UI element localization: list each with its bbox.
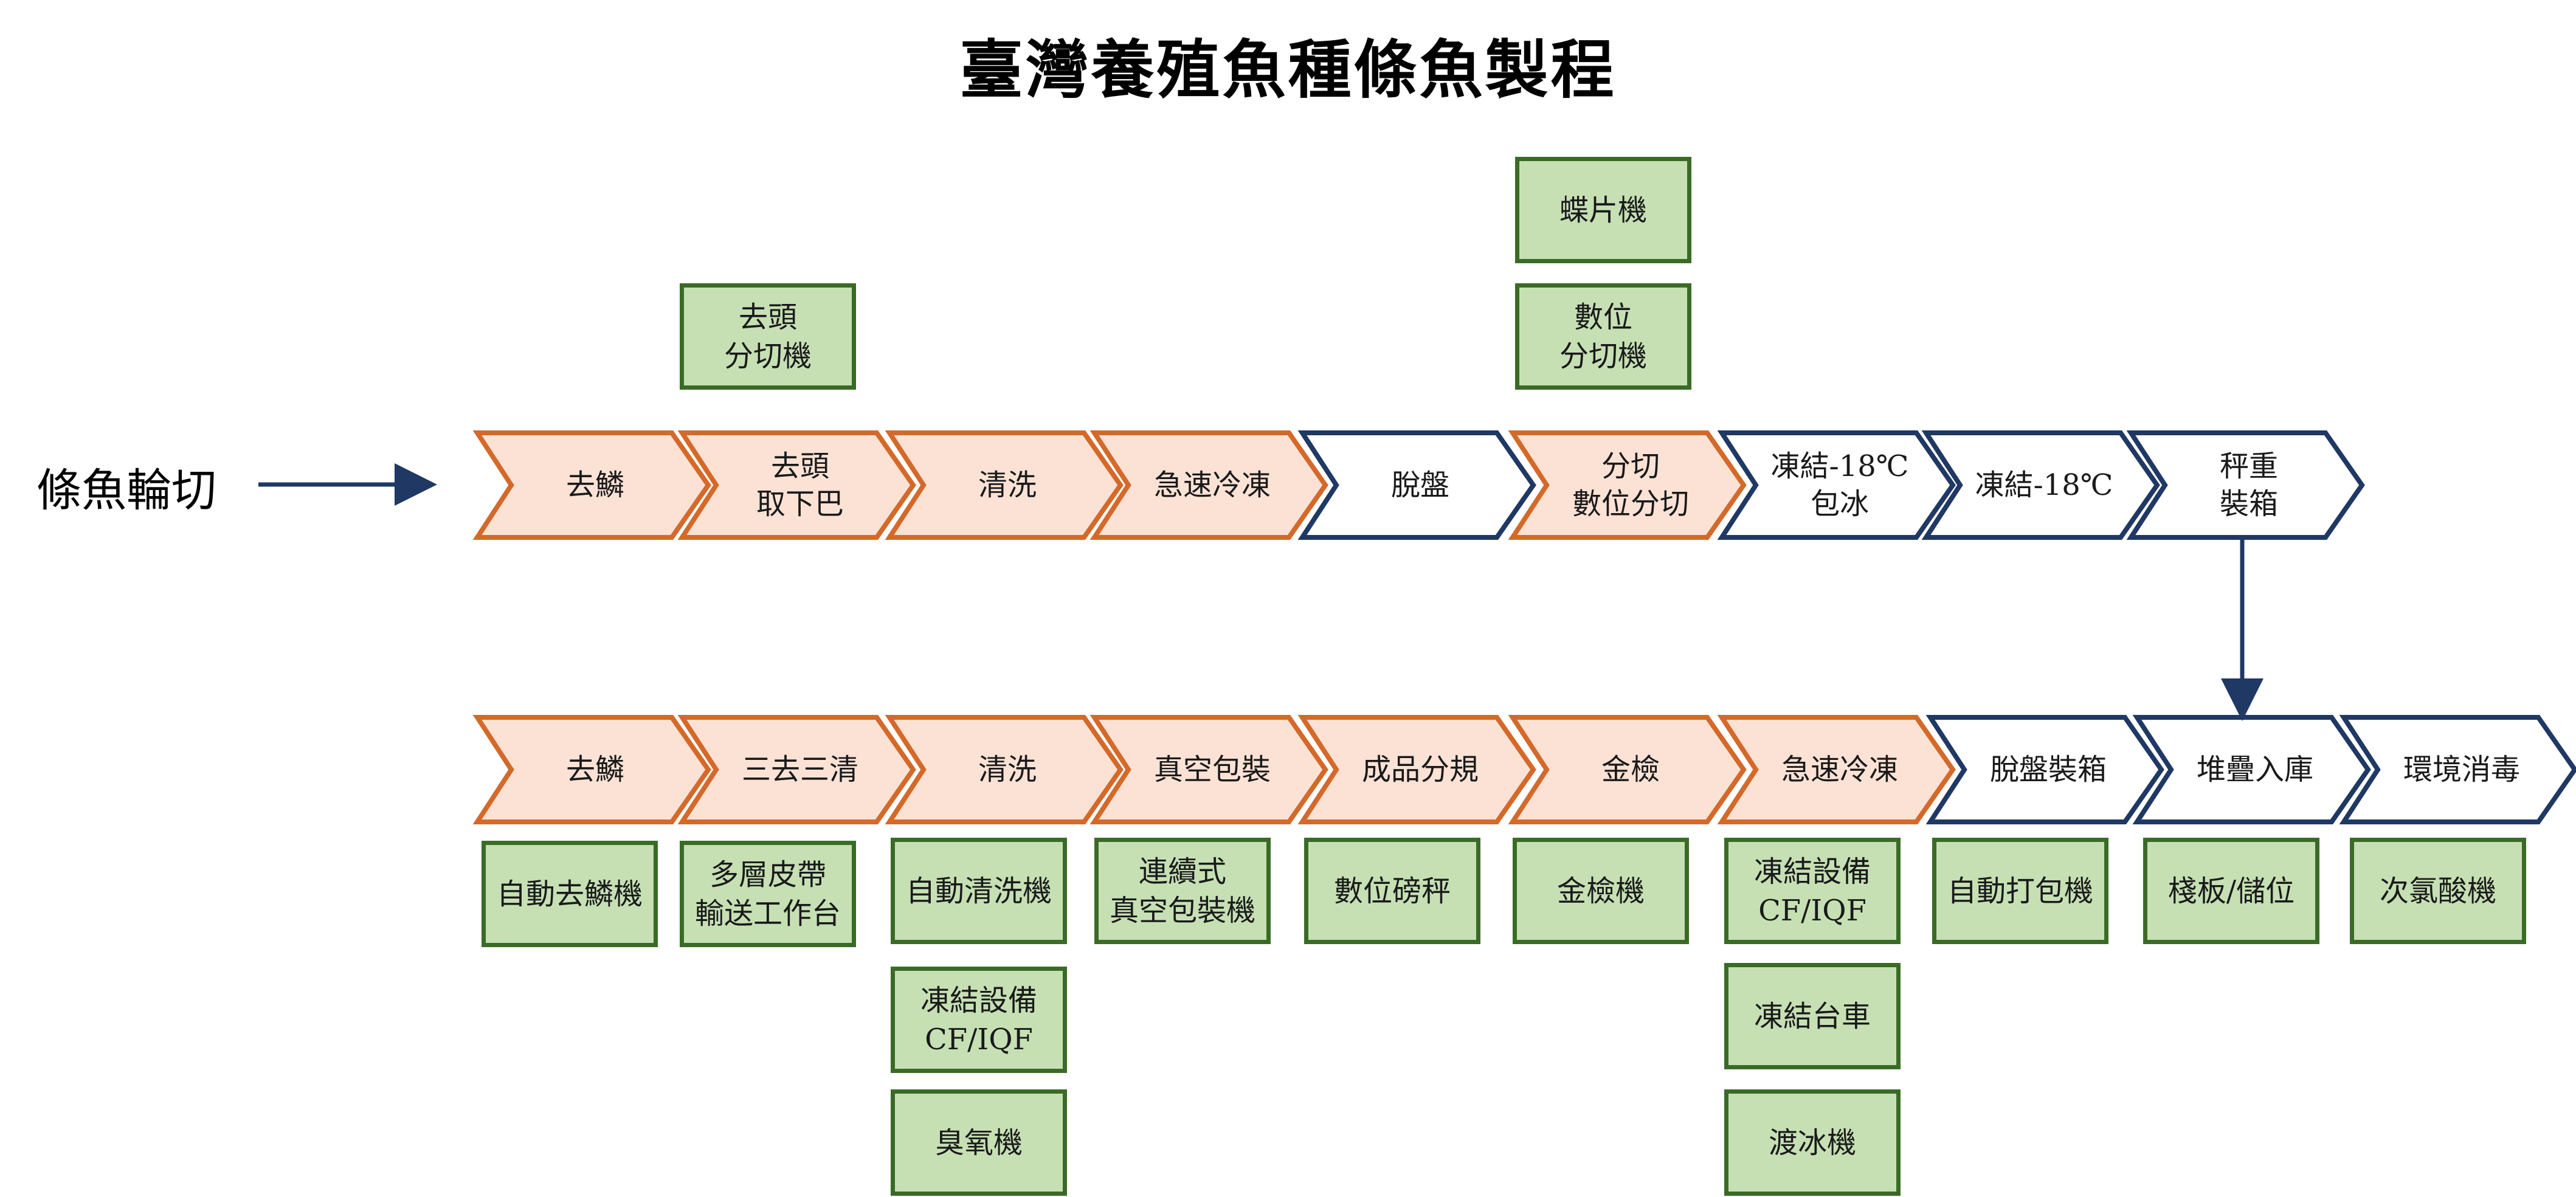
step-label: 急速冷凍 [1154, 468, 1271, 502]
chevron-shape [2339, 715, 2576, 824]
process-step-bottom-8: 堆疊入庫 [2132, 715, 2371, 824]
step-label: 去鱗 [566, 468, 624, 502]
process-step-top-4: 脫盤 [1297, 430, 1536, 540]
chevron-shape [677, 430, 916, 540]
chevron-shape [2132, 715, 2371, 824]
chevron-shape [677, 715, 916, 824]
bottom-process-row: 去鱗 三去三清 清洗 真空包裝 成品分規 金檢 急速冷凍 脫盤裝箱 堆疊入庫 環境消毒 [472, 715, 2576, 824]
step-label: 去頭 [771, 449, 829, 483]
step-label: 成品分規 [1362, 753, 1479, 787]
equipment-box-digital-scale: 數位磅秤 [1304, 838, 1480, 944]
equipment-box-vacuum-packer: 連續式 真空包裝機 [1094, 838, 1271, 944]
equipment-box-hypochlorite: 次氯酸機 [2350, 838, 2526, 944]
step-label: 包冰 [1811, 487, 1869, 521]
chevron-shape [1921, 430, 2160, 540]
chevron-shape [885, 430, 1124, 540]
step-label: 環境消毒 [2403, 753, 2520, 787]
process-step-bottom-3: 真空包裝 [1089, 715, 1328, 824]
chevron-shape [1089, 430, 1328, 540]
chevron-shape [1089, 715, 1328, 824]
equipment-box-metal-detector: 金檢機 [1513, 838, 1689, 944]
step-label: 清洗 [978, 753, 1037, 787]
equipment-box-head-cutter: 去頭 分切機 [680, 283, 856, 390]
equipment-box-freezer-cart: 凍結台車 [1724, 963, 1901, 1069]
equipment-box-freezer-cf-iqf-2: 凍結設備 CF/IQF [1724, 838, 1901, 944]
equipment-box-digital-cutter: 數位 分切機 [1515, 283, 1691, 390]
process-step-bottom-4: 成品分規 [1297, 715, 1536, 824]
step-label: 凍結-18℃ [1975, 468, 2113, 502]
equipment-box-freezer-cf-iqf: 凍結設備 CF/IQF [891, 967, 1067, 1073]
process-step-bottom-7: 脫盤裝箱 [1925, 715, 2164, 824]
step-label: 真空包裝 [1154, 753, 1271, 787]
step-label: 脫盤裝箱 [1990, 753, 2107, 787]
process-step-bottom-2: 清洗 [885, 715, 1124, 824]
step-label: 裝箱 [2220, 487, 2278, 521]
start-label: 條魚輪切 [36, 464, 216, 517]
equipment-box-auto-washer: 自動清洗機 [891, 838, 1067, 944]
process-step-bottom-6: 急速冷凍 [1717, 715, 1956, 824]
step-label: 去鱗 [566, 753, 624, 787]
process-step-top-0: 去鱗 [472, 430, 711, 540]
chevron-shape [1508, 715, 1747, 824]
chevron-shape [1508, 430, 1747, 540]
step-label: 取下巴 [756, 487, 844, 521]
chevron-shape [1717, 715, 1956, 824]
step-label: 金檢 [1601, 753, 1660, 787]
equipment-box-conveyor-table: 多層皮帶 輸送工作台 [680, 841, 856, 947]
chevron-shape [1717, 430, 1956, 540]
step-label: 數位分切 [1572, 487, 1689, 521]
step-label: 三去三清 [742, 753, 858, 787]
step-label: 清洗 [978, 468, 1037, 502]
process-step-bottom-5: 金檢 [1508, 715, 1747, 824]
process-step-top-2: 清洗 [885, 430, 1124, 540]
step-label: 凍結-18℃ [1771, 449, 1909, 483]
equipment-box-pallet-storage: 棧板/儲位 [2143, 838, 2319, 944]
step-label: 急速冷凍 [1781, 753, 1898, 787]
process-step-bottom-9: 環境消毒 [2339, 715, 2576, 824]
step-label: 堆疊入庫 [2197, 753, 2313, 787]
equipment-box-descaler: 自動去鱗機 [482, 841, 658, 947]
equipment-box-auto-strapper: 自動打包機 [1932, 838, 2108, 944]
process-step-top-3: 急速冷凍 [1089, 430, 1328, 540]
chevron-shape [885, 715, 1124, 824]
chevron-shape [1297, 430, 1536, 540]
step-label: 秤重 [2220, 449, 2278, 483]
diagram-title: 臺灣養殖魚種條魚製程 [959, 32, 1617, 107]
step-label: 脫盤 [1391, 468, 1449, 502]
chevron-shape [472, 715, 711, 824]
step-label: 分切 [1601, 449, 1660, 483]
chevron-shape [2126, 430, 2365, 540]
process-step-bottom-0: 去鱗 [472, 715, 711, 824]
chevron-shape [1925, 715, 2164, 824]
process-step-top-6: 凍結-18℃ 包冰 [1717, 430, 1956, 540]
top-process-row: 去鱗去頭取下巴清洗急速冷凍脫盤分切數位分切凍結-18℃包冰凍結-18℃秤重裝箱 [472, 430, 2365, 540]
process-step-top-7: 凍結-18℃ [1921, 430, 2160, 540]
equipment-box-butterfly: 蝶片機 [1515, 157, 1691, 263]
equipment-box-ice-glazer: 渡冰機 [1724, 1089, 1901, 1196]
chevron-shape [1297, 715, 1536, 824]
chevron-shape [472, 430, 711, 540]
equipment-box-ozone: 臭氧機 [891, 1089, 1067, 1196]
process-step-bottom-1: 三去三清 [677, 715, 916, 824]
